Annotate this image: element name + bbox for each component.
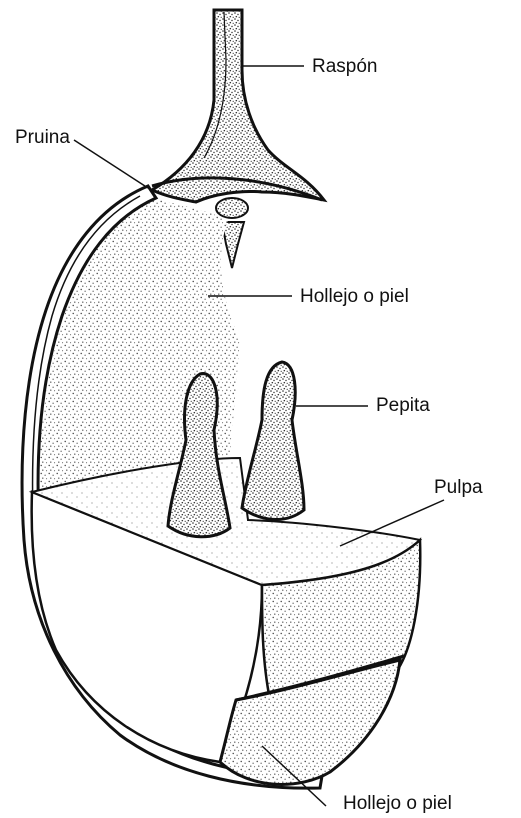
stem (152, 10, 324, 202)
label-hollejo-bottom: Hollejo o piel (343, 794, 452, 813)
label-hollejo-top: Hollejo o piel (300, 287, 409, 306)
label-pepita: Pepita (376, 396, 430, 415)
seed-right (242, 362, 304, 520)
label-pruina: Pruina (15, 128, 70, 147)
label-raspon: Raspón (312, 57, 378, 76)
leader-pruina (74, 140, 148, 188)
label-pulpa: Pulpa (434, 478, 483, 497)
